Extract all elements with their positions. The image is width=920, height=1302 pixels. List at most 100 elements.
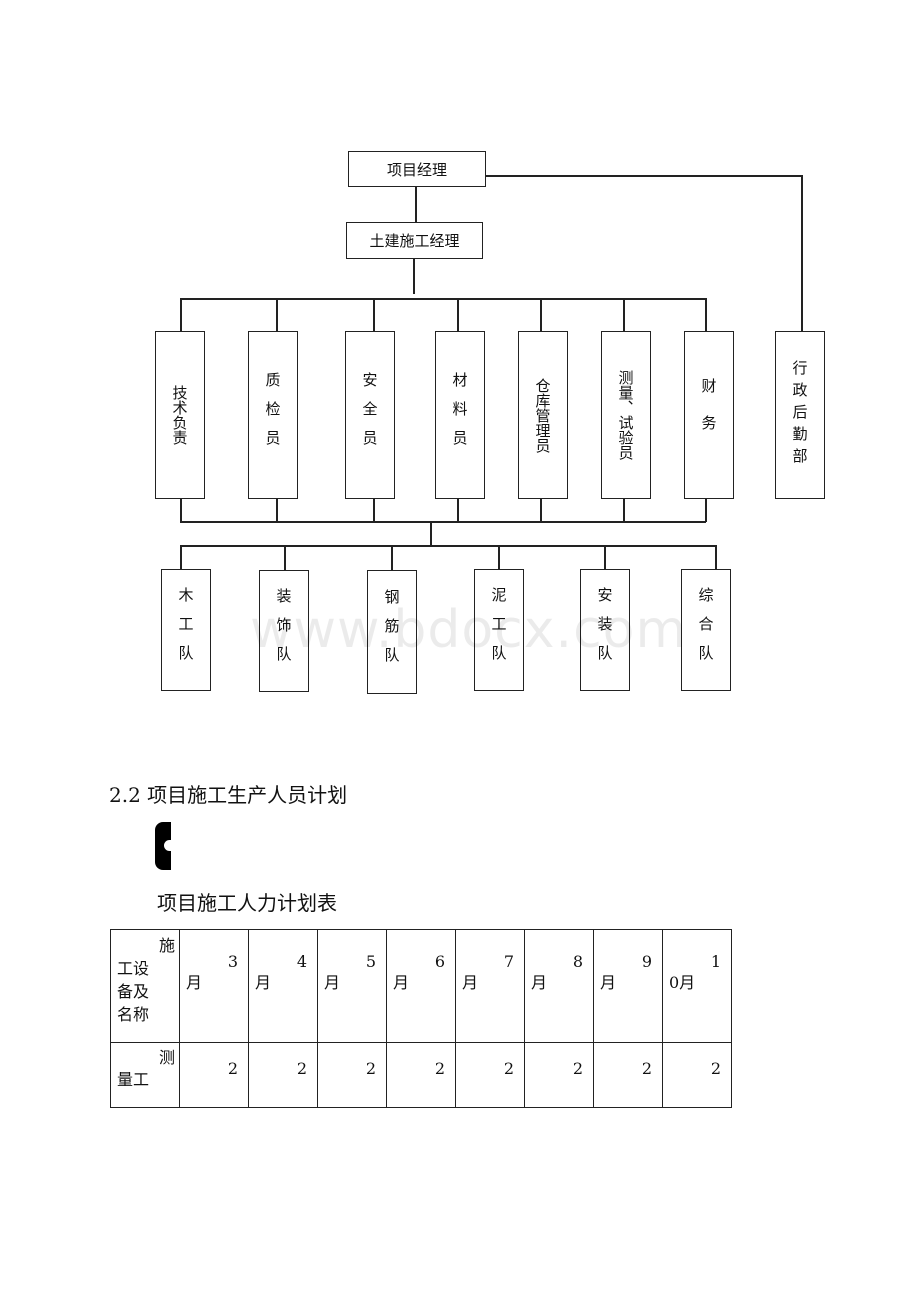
row-label-line: 测 — [158, 1048, 175, 1067]
org-node-department: 材料员 — [435, 331, 485, 499]
table-cell: 测 量工 — [110, 1042, 180, 1108]
org-node-department: 安全员 — [345, 331, 395, 499]
connector-line — [705, 298, 707, 331]
connector-line — [430, 521, 432, 545]
org-node-department: 仓库管理员 — [518, 331, 568, 499]
table-cell: 2 — [455, 1042, 525, 1108]
org-node-department: 技术负责 — [155, 331, 205, 499]
month-word: 月 — [186, 973, 203, 992]
connector-line — [180, 298, 182, 331]
connector-line — [486, 175, 802, 177]
cell-value: 2 — [434, 1059, 445, 1078]
org-node-label: 财务 — [699, 378, 718, 452]
org-node-label: 技术负责 — [170, 385, 189, 445]
org-node-label: 钢筋队 — [382, 588, 401, 676]
header-label-line: 名称 — [117, 1005, 150, 1024]
connector-line — [180, 298, 706, 300]
connector-line — [276, 498, 278, 522]
org-node-label: 综合队 — [696, 586, 715, 674]
table-cell: 2 — [386, 1042, 456, 1108]
org-node-team: 泥工队 — [474, 569, 524, 691]
connector-line — [457, 298, 459, 331]
connector-line — [715, 545, 717, 570]
connector-line — [373, 498, 375, 522]
cell-value: 2 — [572, 1059, 583, 1078]
org-node-team: 综合队 — [681, 569, 731, 691]
month-number: 9 — [641, 952, 652, 971]
connector-line — [801, 175, 803, 331]
month-word: 月 — [393, 973, 410, 992]
month-word: 月 — [600, 973, 617, 992]
org-node-team: 安装队 — [580, 569, 630, 691]
connector-line — [413, 258, 415, 294]
connector-line — [373, 298, 375, 331]
connector-line — [180, 521, 706, 523]
org-node-team: 钢筋队 — [367, 570, 417, 694]
header-label-line: 施 — [158, 936, 175, 955]
connector-line — [415, 186, 417, 222]
watermark: www.bdocx.com — [250, 600, 688, 660]
org-node-label: 泥工队 — [489, 586, 508, 674]
connector-line — [180, 545, 716, 547]
connector-line — [284, 545, 286, 570]
org-node-project-manager: 项目经理 — [348, 151, 486, 187]
org-node-label: 土建施工经理 — [369, 232, 460, 250]
connector-line — [498, 545, 500, 570]
table-header-cell: 1 0月 — [662, 929, 732, 1043]
month-word: 0月 — [669, 973, 696, 992]
month-number: 8 — [572, 952, 583, 971]
connector-line — [540, 298, 542, 331]
connector-line — [391, 545, 393, 570]
connector-line — [604, 545, 606, 570]
org-node-label: 项目经理 — [386, 160, 447, 179]
month-word: 月 — [531, 973, 548, 992]
org-node-label: 装饰队 — [274, 587, 293, 675]
org-node-label: 安装队 — [595, 586, 614, 674]
org-node-label: 木工队 — [176, 586, 195, 674]
month-word: 月 — [462, 973, 479, 992]
org-node-team: 木工队 — [161, 569, 211, 691]
table-row: 测 量工 2 2 2 2 2 2 2 2 — [110, 1042, 732, 1108]
table-cell: 2 — [317, 1042, 387, 1108]
month-word: 月 — [324, 973, 341, 992]
org-node-label: 行政后勤部 — [790, 360, 809, 470]
cell-value: 2 — [710, 1059, 721, 1078]
month-number: 3 — [227, 952, 238, 971]
cell-value: 2 — [365, 1059, 376, 1078]
month-word: 月 — [255, 973, 272, 992]
connector-line — [457, 498, 459, 522]
connector-line — [180, 498, 182, 522]
cell-value: 2 — [503, 1059, 514, 1078]
section-heading: 2.2 项目施工生产人员计划 — [109, 783, 348, 807]
cell-value: 2 — [227, 1059, 238, 1078]
month-number: 5 — [365, 952, 376, 971]
month-number: 7 — [503, 952, 514, 971]
month-number: 1 — [710, 952, 721, 971]
row-label-line: 量工 — [117, 1070, 150, 1089]
org-node-team: 装饰队 — [259, 570, 309, 692]
logo-icon — [155, 822, 171, 870]
table-cell: 2 — [524, 1042, 594, 1108]
month-number: 6 — [434, 952, 445, 971]
table-cell: 2 — [179, 1042, 249, 1108]
connector-line — [623, 498, 625, 522]
org-node-department: 测量、试验员 — [601, 331, 651, 499]
header-label-line: 工设 — [117, 959, 150, 978]
org-node-label: 测量、试验员 — [616, 370, 635, 460]
org-node-label: 材料员 — [450, 371, 469, 459]
connector-line — [276, 298, 278, 331]
org-node-civil-manager: 土建施工经理 — [346, 222, 483, 259]
connector-line — [180, 545, 182, 570]
table-cell: 2 — [593, 1042, 663, 1108]
table-header-cell: 施 工设 备及 名称 — [110, 929, 180, 1043]
org-node-admin: 行政后勤部 — [775, 331, 825, 499]
